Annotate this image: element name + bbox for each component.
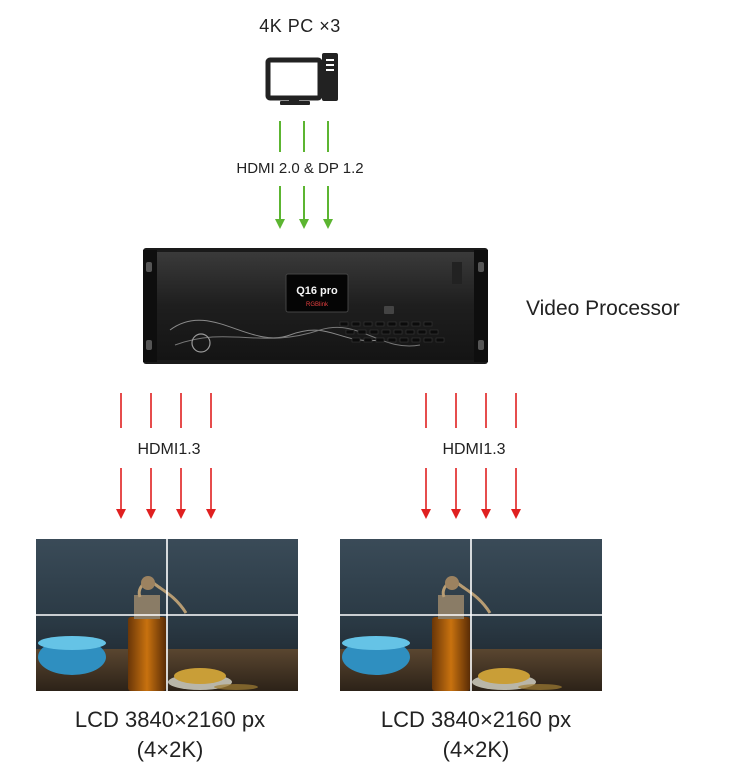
desktop-pc-icon bbox=[265, 53, 338, 105]
output-connection-label-left: HDMI1.3 bbox=[137, 441, 201, 458]
lcd-right-sublabel: (4×2K) bbox=[442, 737, 510, 762]
input-connection-label: HDMI 2.0 & DP 1.2 bbox=[236, 160, 364, 177]
lcd-left-label: LCD 3840×2160 px bbox=[74, 707, 266, 732]
video-processor-label: Video Processor bbox=[526, 297, 680, 320]
output-arrows-right bbox=[421, 393, 521, 519]
lcd-right-label: LCD 3840×2160 px bbox=[380, 707, 572, 732]
input-arrows bbox=[275, 121, 333, 229]
output-arrows-left bbox=[116, 393, 216, 519]
lcd-wall-right bbox=[338, 537, 604, 693]
front-panel-model: Q16 pro bbox=[296, 285, 338, 297]
lcd-wall-left bbox=[34, 537, 300, 693]
source-pc-label: 4K PC ×3 bbox=[259, 16, 341, 36]
video-processor-device: Q16 pro RGBlink bbox=[143, 248, 488, 364]
front-panel-brand: RGBlink bbox=[306, 302, 329, 308]
lcd-left-sublabel: (4×2K) bbox=[136, 737, 204, 762]
output-connection-label-right: HDMI1.3 bbox=[442, 441, 506, 458]
